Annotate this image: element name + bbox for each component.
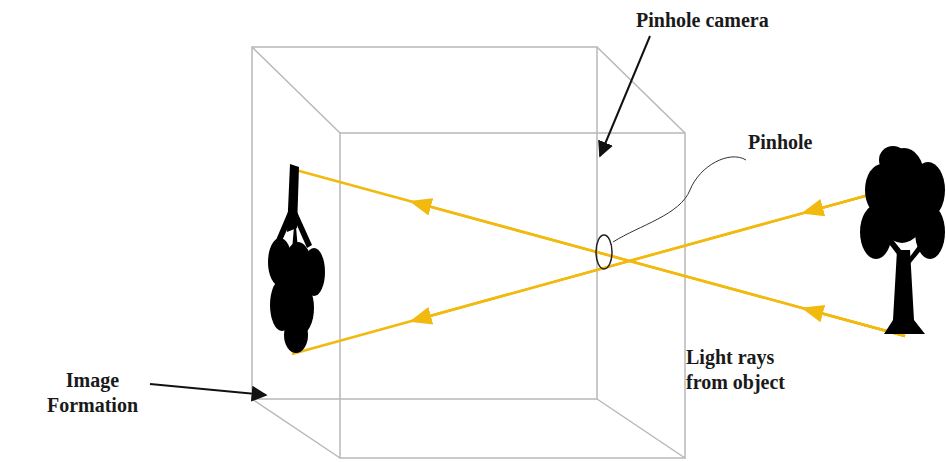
part-label: Light rays from object <box>686 345 816 395</box>
part-label: Image Formation <box>40 368 145 418</box>
callout-arrow <box>600 36 650 156</box>
callout-arrow <box>150 384 266 395</box>
object-tree <box>860 146 945 334</box>
light-ray <box>292 169 905 354</box>
part-label: Pinhole camera <box>636 8 836 33</box>
leader-line <box>613 157 746 242</box>
pinhole-opening <box>596 235 612 269</box>
part-label: Pinhole <box>748 130 868 155</box>
inverted-image <box>268 164 325 353</box>
